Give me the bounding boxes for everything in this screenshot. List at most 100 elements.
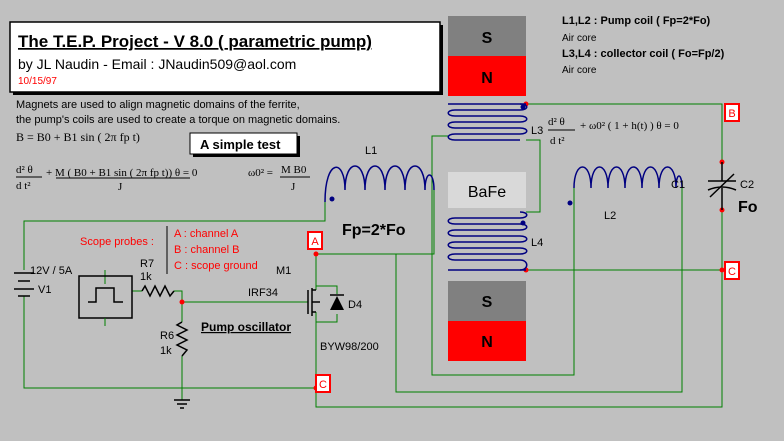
label-l2: L2 [604,210,616,222]
probe-a-label: A [311,236,319,248]
coil-l3-dot [520,104,526,110]
page-title: The T.E.P. Project - V 8.0 ( parametric … [18,32,372,51]
label-l1: L1 [365,145,377,157]
pump-eq-den-right: J [118,181,123,193]
resistor-r6 [175,321,189,357]
b-field-equation: B = B0 + B1 sin ( 2π fp t) [16,130,140,144]
coil-l3 [447,103,528,141]
coil-l4-winding [448,217,526,271]
wire-ground-rail [23,296,723,408]
capacitor-c1-c2 [707,162,737,210]
label-m1: M1 [276,265,291,277]
wire-l3-to-c [526,103,723,162]
probe-a-frame [307,231,323,250]
junction-c-mid [719,267,725,273]
pump-eq-lhs: d² θ [16,164,33,176]
ground-symbol [174,399,190,409]
simple-test-label: A simple test [200,137,281,152]
probe-c-bottom-frame [315,374,331,393]
top-magnet-n-pole [448,56,526,96]
probe-b-label: B [728,108,735,120]
collector-eq-den: d t² [550,135,565,147]
scope-title: Scope probes : [80,236,154,248]
diode-triangle [330,296,344,310]
cap-plate-bottom [707,186,737,191]
scope-ground: C : scope ground [174,260,258,272]
bottom-magnet-s-label: S [482,294,493,311]
coil-l1-winding [324,165,435,203]
label-irf: IRF34 [248,287,278,299]
bottom-magnet: S N [448,281,526,361]
simple-test-shadow-bottom [193,154,300,157]
diode-d4 [330,294,344,310]
wiring [23,103,723,408]
label-l4: L4 [531,237,543,249]
label-l3: L3 [531,125,543,137]
legend-pump-coil: L1,L2 : Pump coil ( Fp=2*Fo) [562,15,711,27]
bafe-core [448,172,526,208]
junction-gate [179,299,185,305]
probe-c-bottom-label: C [319,379,327,391]
coil-l1 [324,165,435,203]
top-magnet: S N [448,16,526,96]
legend-pump-core: Air core [562,33,597,44]
wire-l1-to-drain [315,190,435,290]
label-d4: D4 [348,299,362,311]
probe-c-right-frame [724,261,740,280]
coil-l2 [573,166,683,189]
simple-test-box: A simple test [189,132,300,157]
label-r7: R7 [140,258,154,270]
top-magnet-s-pole [448,16,526,56]
date-label: 10/15/97 [18,76,57,87]
title-box: The T.E.P. Project - V 8.0 ( parametric … [9,21,443,95]
label-c1: C1 [671,179,685,191]
wire-to-l2 [395,188,683,393]
junction-drain [313,251,319,257]
coil-l2-dot [567,200,573,206]
coil-l3-winding [448,103,526,141]
wire-l3-left-loop [431,135,575,376]
title-shadow-right [440,25,443,95]
cap-variable-arrow [709,173,735,198]
description-line-2: the pump's coils are used to create a to… [16,114,340,126]
bottom-magnet-n-pole [448,321,526,361]
wire-c-to-l4 [526,210,723,271]
coil-l4-right-loops [519,211,528,271]
coil-l4-left-loops [447,217,456,261]
coil-l3-right-loops [519,103,528,135]
bottom-magnet-s-pole [448,281,526,321]
pump-eq-rhs: + M ( B0 + B1 sin ( 2π fp t)) θ = 0 [46,167,198,179]
probe-c-right: C [724,261,740,280]
coil-l1-dot [329,196,335,202]
label-r6: R6 [160,330,174,342]
probe-c-bottom: C [315,374,331,393]
coil-l4-dot [520,220,526,226]
battery-v1 [14,272,34,297]
label-fp: Fp=2*Fo [342,222,406,239]
wire-supply-to-l1 [23,202,326,270]
top-magnet-s-label: S [482,30,493,47]
label-v1: V1 [38,284,51,296]
label-supply: 12V / 5A [30,265,73,277]
wire-diode-bottom [316,314,338,323]
omega-equation: ω0² = M B0 J [248,164,310,193]
probe-a: A [307,231,323,250]
bottom-magnet-n-label: N [481,334,493,351]
bafe-label: BaFe [468,184,506,201]
label-fo: Fo [738,199,758,216]
scope-channel-a: A : channel A [174,228,239,240]
label-r6-value: 1k [160,345,172,357]
title-shadow-bottom [13,92,443,95]
pump-equation: d² θ d t² + M ( B0 + B1 sin ( 2π fp t)) … [16,164,198,193]
pulse-generator [78,275,133,326]
legend-collector-coil: L3,L4 : collector coil ( Fo=Fp/2) [562,48,725,60]
collector-equation: d² θ d t² + ω0² ( 1 + h(t) ) θ = 0 [548,116,679,147]
top-magnet-n-label: N [481,70,493,87]
pump-eq-den-left: d t² [16,180,31,192]
label-pump-oscillator: Pump oscillator [201,320,291,334]
coil-l4 [447,211,528,271]
mosfet-m1 [307,288,320,316]
label-byw: BYW98/200 [320,341,379,353]
coil-l3-left-loops [447,109,456,141]
